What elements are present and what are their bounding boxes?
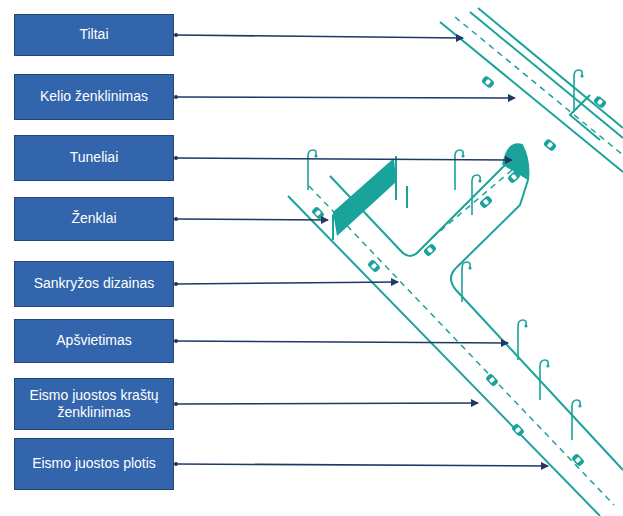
label-box: Sankryžos dizainas	[14, 261, 174, 307]
label-box: Eismo juostos plotis	[14, 438, 174, 490]
box-label: Apšvietimas	[56, 332, 131, 350]
label-box: Tuneliai	[14, 135, 174, 181]
box-label: Ženklai	[71, 210, 116, 228]
label-box: Kelio ženklinimas	[14, 74, 174, 120]
box-label: Kelio ženklinimas	[40, 88, 148, 106]
label-box: Apšvietimas	[14, 319, 174, 363]
box-label: Tuneliai	[70, 149, 119, 167]
box-label: Eismo juostos kraštų ženklinimas	[21, 387, 167, 422]
label-box: Tiltai	[14, 14, 174, 56]
box-label: Sankryžos dizainas	[34, 275, 155, 293]
label-box: Eismo juostos kraštų ženklinimas	[14, 378, 174, 430]
box-label: Eismo juostos plotis	[32, 455, 156, 473]
box-label: Tiltai	[79, 26, 108, 44]
label-box: Ženklai	[14, 197, 174, 241]
